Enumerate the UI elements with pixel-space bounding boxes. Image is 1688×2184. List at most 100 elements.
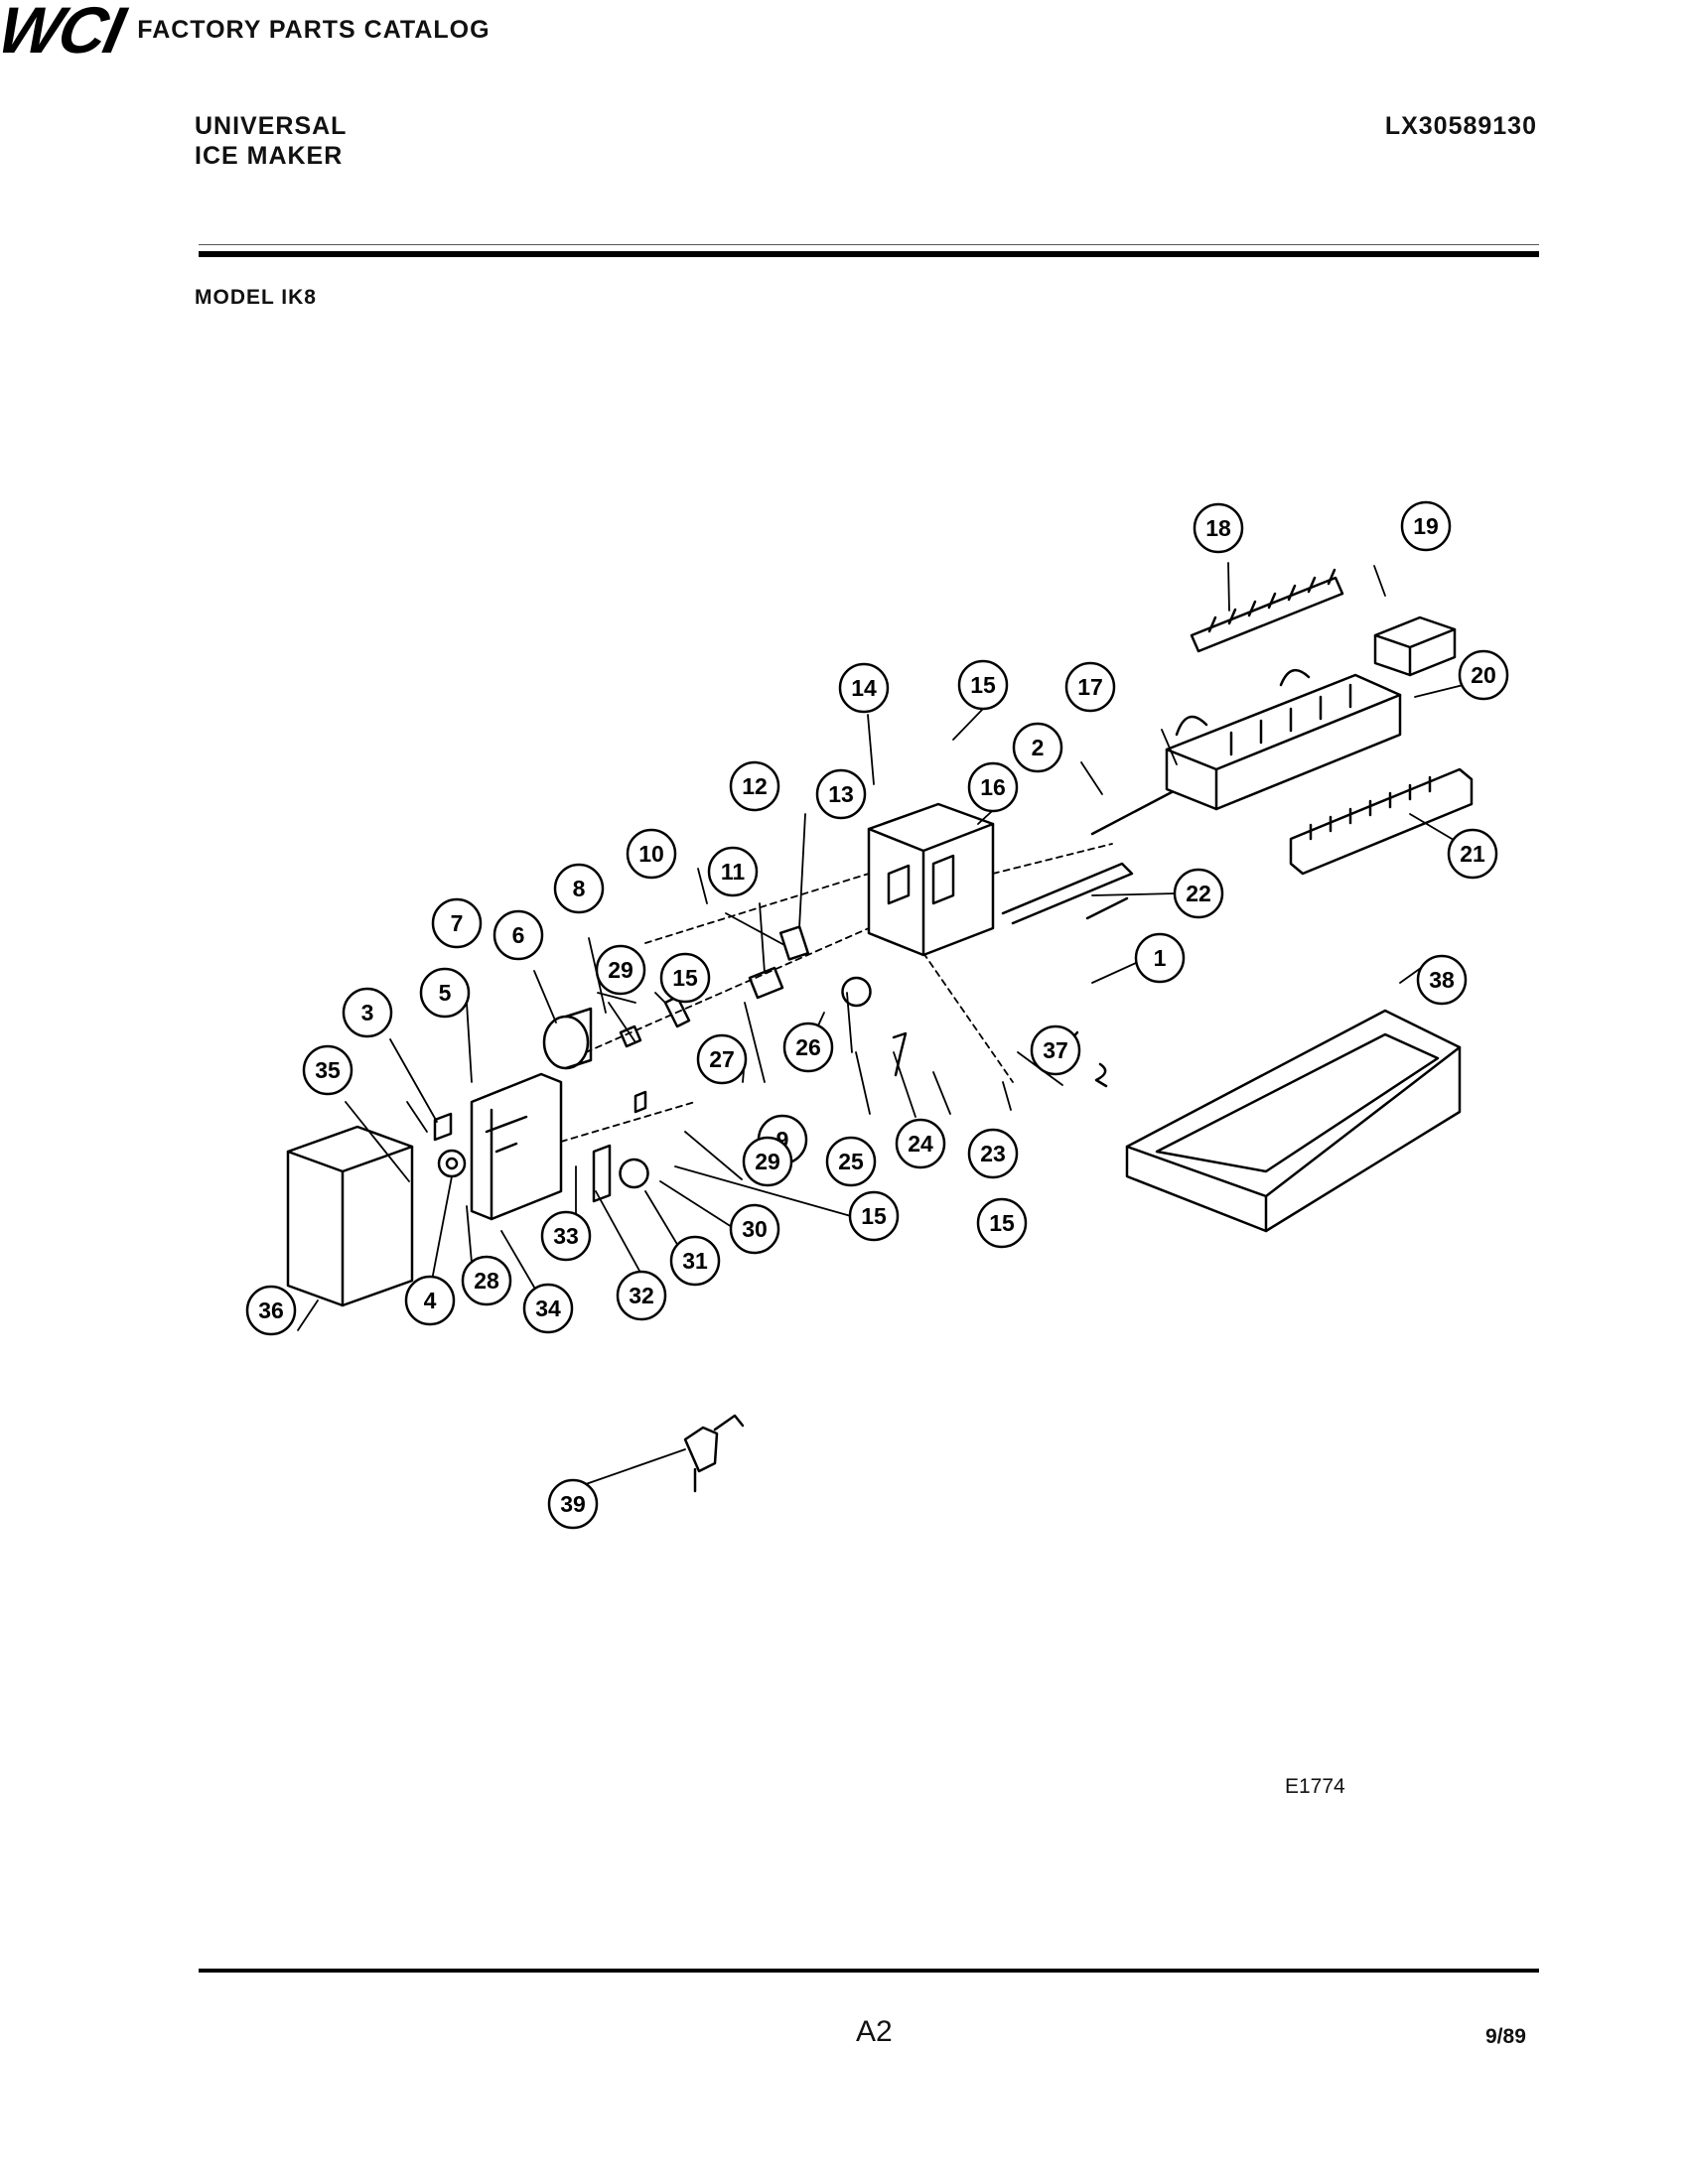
callout-circle (729, 1203, 780, 1255)
callout-number: 28 (474, 1268, 499, 1294)
callout-4: 4 (404, 1275, 456, 1326)
page-number: A2 (856, 2015, 893, 2048)
callout-5: 5 (419, 967, 471, 1019)
callout-16: 16 (967, 761, 1019, 813)
callout-23: 23 (967, 1128, 1019, 1179)
catalog-title: FACTORY PARTS CATALOG (137, 15, 491, 44)
callout-circle (245, 1285, 297, 1336)
support-plate-part (470, 1072, 563, 1221)
callout-circle (616, 1270, 667, 1321)
callout-3: 3 (342, 987, 393, 1038)
callout-20: 20 (1458, 649, 1509, 701)
callout-number: 35 (315, 1057, 341, 1083)
callout-circle (782, 1022, 834, 1073)
housing-part (867, 802, 995, 957)
diagram-code: E1774 (1285, 1775, 1345, 1798)
callout-number: 11 (721, 859, 746, 885)
small-switch-part (433, 1112, 453, 1142)
callout-circle (957, 659, 1009, 711)
callout-15: 15 (957, 659, 1009, 711)
callout-circle (1012, 722, 1063, 773)
callout-38: 38 (1416, 954, 1468, 1006)
callout-circle (1447, 828, 1498, 880)
callout-circle (838, 662, 890, 714)
callout-18: 18 (1193, 502, 1244, 554)
callout-12: 12 (729, 760, 780, 812)
callout-circle (848, 1190, 900, 1242)
callout-number: 10 (638, 841, 664, 867)
callout-circle (1193, 502, 1244, 554)
switch-part (748, 966, 784, 1000)
callout-37: 37 (1030, 1024, 1081, 1076)
callout-number: 39 (560, 1491, 586, 1517)
callout-number: 29 (755, 1149, 780, 1174)
heater-line-part (1090, 790, 1174, 836)
callout-number: 18 (1205, 515, 1231, 541)
callout-circle (1030, 1024, 1081, 1076)
callout-circle (626, 828, 677, 880)
callout-13: 13 (815, 768, 867, 820)
callout-number: 32 (629, 1283, 654, 1308)
callout-number: 13 (828, 781, 854, 807)
footer-rule (199, 1969, 1539, 1973)
drive-gear-part (437, 1149, 467, 1178)
callout-circle (1400, 500, 1452, 552)
callout-number: 15 (672, 965, 698, 991)
callout-33: 33 (540, 1210, 592, 1262)
water-valve-part (683, 1414, 745, 1493)
callout-circle (431, 897, 483, 949)
callout-number: 38 (1429, 967, 1455, 993)
callout-15: 15 (976, 1197, 1028, 1249)
callout-circle (976, 1197, 1028, 1249)
callout-27: 27 (696, 1033, 748, 1085)
callout-circle (1134, 932, 1186, 984)
callout-25: 25 (825, 1136, 877, 1187)
callout-number: 2 (1032, 735, 1045, 760)
callout-1: 1 (1134, 932, 1186, 984)
thermostat-part (778, 925, 810, 961)
shield-part (1289, 767, 1474, 876)
callout-8: 8 (553, 863, 605, 914)
ice-mold-part (1165, 668, 1402, 811)
callout-29: 29 (742, 1136, 793, 1187)
motor-part (542, 1007, 593, 1070)
callout-31: 31 (669, 1235, 721, 1287)
callout-34: 34 (522, 1283, 574, 1334)
cam-part (619, 1158, 649, 1189)
callout-number: 4 (424, 1288, 437, 1313)
callout-number: 5 (439, 980, 452, 1006)
spacer-part (619, 1024, 642, 1048)
callout-number: 8 (573, 876, 586, 901)
callout-number: 26 (795, 1034, 821, 1060)
callout-number: 34 (535, 1296, 561, 1321)
callout-number: 7 (451, 910, 464, 936)
callout-number: 36 (258, 1297, 284, 1323)
callout-number: 21 (1460, 841, 1485, 867)
callout-19: 19 (1400, 500, 1452, 552)
model-label: MODEL IK8 (195, 286, 317, 309)
callout-circle (967, 1128, 1019, 1179)
callout-circle (595, 944, 646, 996)
callout-number: 12 (742, 773, 768, 799)
ice-bin-part (1125, 1009, 1462, 1233)
callout-35: 35 (302, 1044, 353, 1096)
bearing-part (592, 1144, 612, 1203)
callout-circle (1064, 661, 1116, 713)
callout-number: 31 (682, 1248, 708, 1274)
callout-circle (895, 1118, 946, 1169)
callout-circle (1416, 954, 1468, 1006)
callout-circle (492, 909, 544, 961)
callout-15: 15 (659, 952, 711, 1004)
ejector-bearing-part (841, 976, 872, 1008)
callout-24: 24 (895, 1118, 946, 1169)
callout-number: 1 (1154, 945, 1167, 971)
callout-number: 14 (851, 675, 877, 701)
catalog-header: WCI FACTORY PARTS CATALOG (0, 0, 1688, 67)
callout-29: 29 (595, 944, 646, 996)
callout-2: 2 (1012, 722, 1063, 773)
product-line-1: UNIVERSAL (195, 112, 348, 140)
callout-number: 25 (838, 1149, 864, 1174)
callout-circle (461, 1255, 512, 1306)
callout-circle (1458, 649, 1509, 701)
